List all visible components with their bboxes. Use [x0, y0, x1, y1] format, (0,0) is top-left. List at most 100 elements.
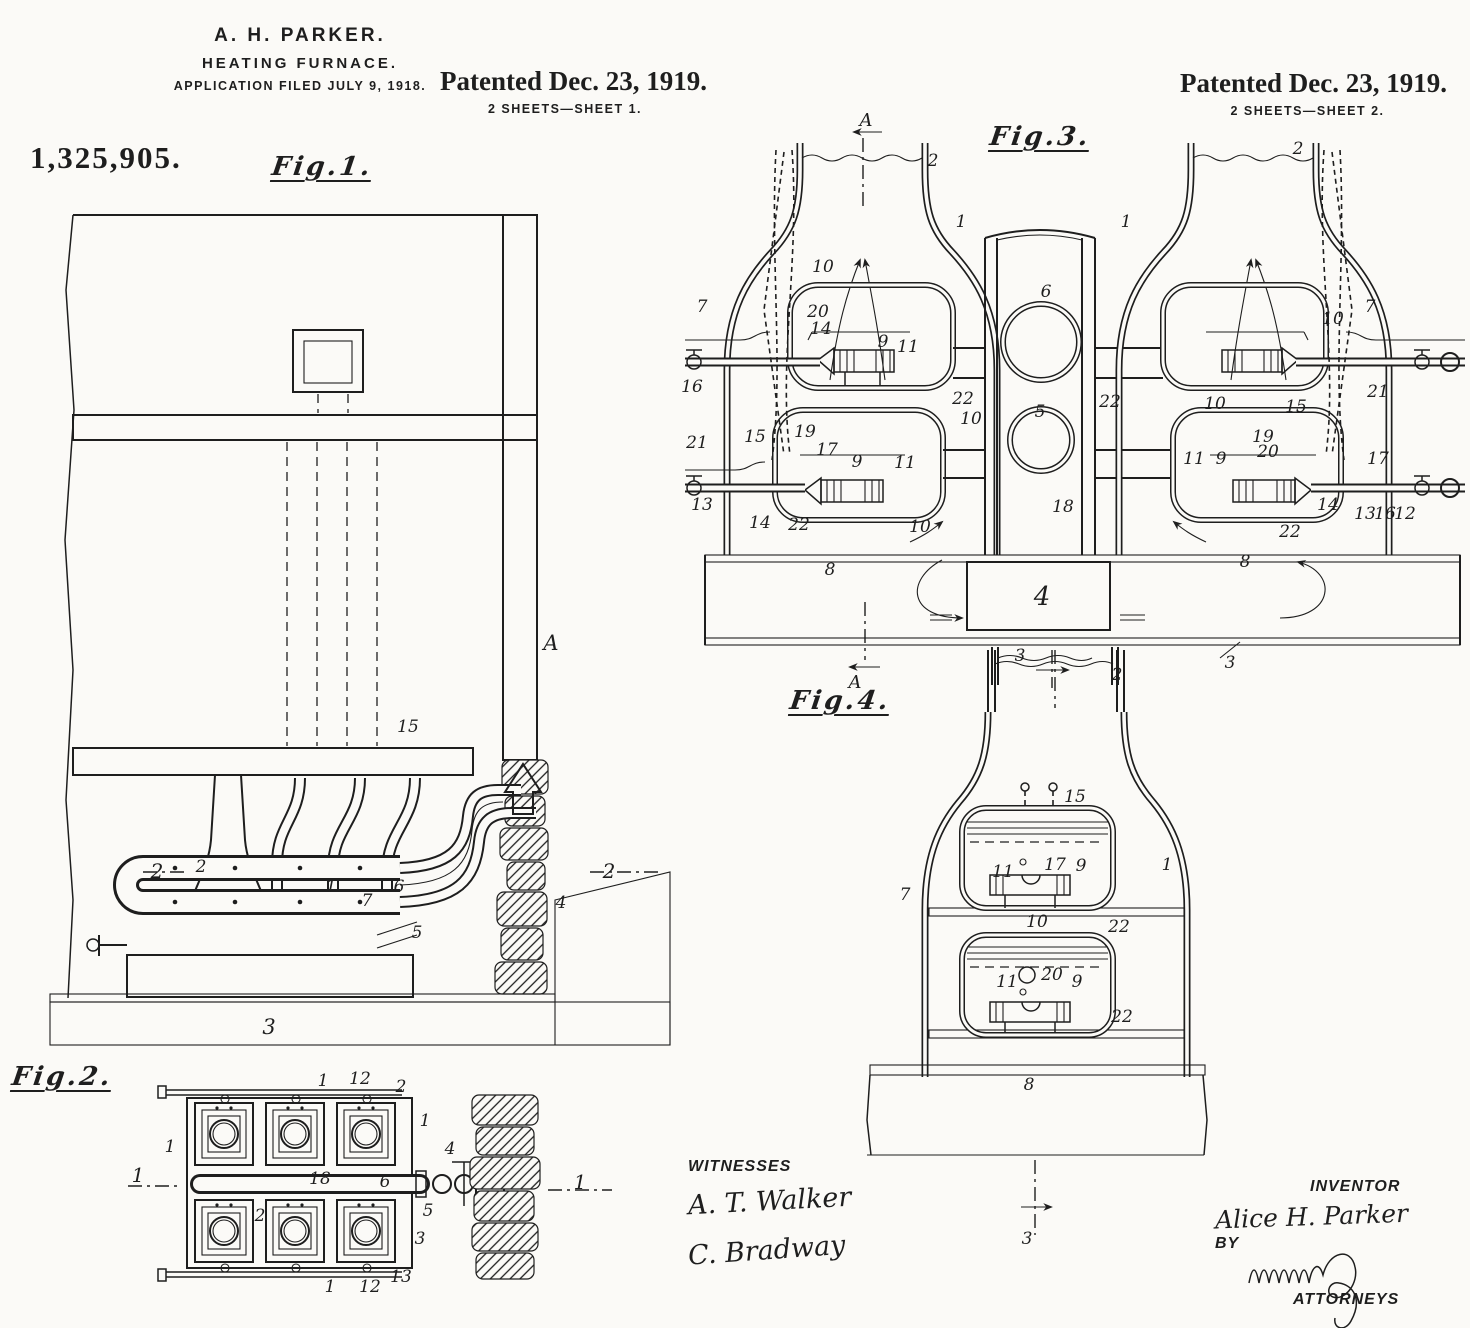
ref-numeral: 14 — [749, 513, 771, 533]
ref-numeral: 12 — [1394, 504, 1416, 524]
fig3-cold-air-plenum — [705, 555, 1460, 645]
ref-numeral: 6 — [380, 1172, 391, 1192]
ref-numeral: 8 — [825, 560, 836, 580]
ref-numeral: 16 — [681, 377, 703, 397]
ref-numeral: 14 — [810, 319, 832, 339]
ref-numeral: 20 — [1256, 442, 1279, 462]
ref-numeral: 1 — [574, 1170, 587, 1194]
ref-numeral: 5 — [412, 923, 423, 943]
ref-numeral: 4 — [1033, 582, 1051, 612]
ref-numeral: A — [541, 631, 558, 655]
ref-numeral: 17 — [816, 440, 838, 460]
sheet1-title: HEATING FURNACE. — [165, 55, 435, 72]
ref-numeral: 22 — [1278, 522, 1301, 542]
ref-numeral: 10 — [812, 257, 834, 277]
fig4-stack — [988, 650, 1124, 712]
witness-signature-2: C. Bradway — [687, 1229, 852, 1271]
fig3-ref-numerals: A211072014911166221052210181192110721151… — [681, 110, 1416, 693]
fig3-right-chains — [1339, 150, 1344, 460]
sheet1-patented-block: Patented Dec. 23, 1919. 2 SHEETS—SHEET 1… — [440, 66, 690, 116]
fig2-drawing: 11221141861152313112 — [120, 1070, 620, 1328]
ref-numeral: 1 — [132, 1163, 145, 1187]
ref-numeral: 18 — [1052, 497, 1074, 517]
ref-numeral: 4 — [444, 1139, 456, 1159]
ref-numeral: 10 — [1204, 394, 1226, 414]
ref-numeral: 13 — [390, 1267, 412, 1287]
ref-numeral: 15 — [744, 427, 766, 447]
inventor-heading: INVENTOR — [1310, 1178, 1414, 1196]
ref-numeral: 3 — [262, 1015, 275, 1039]
ref-numeral: 1 — [165, 1137, 176, 1157]
ref-numeral: 4 — [555, 893, 567, 913]
ref-numeral: 9 — [1076, 856, 1087, 876]
sheet2-patented-line: Patented Dec. 23, 1919. — [1180, 68, 1435, 99]
ref-numeral: 17 — [1367, 449, 1389, 469]
attorneys-label: ATTORNEYS — [1293, 1291, 1414, 1309]
fig3-left-chains — [772, 150, 777, 460]
ref-numeral: 11 — [996, 972, 1018, 992]
ref-numeral: 3 — [1022, 1229, 1033, 1249]
ref-numeral: 6 — [394, 877, 405, 897]
ref-numeral: 7 — [1365, 297, 1376, 317]
ref-numeral: 19 — [794, 422, 816, 442]
ref-numeral: 7 — [900, 885, 911, 905]
ref-numeral: 15 — [1285, 397, 1307, 417]
ref-numeral: 2 — [927, 151, 939, 171]
ref-numeral: 10 — [1026, 912, 1048, 932]
witness-signature-1: A. T. Walker — [687, 1182, 852, 1222]
ref-numeral: 13 — [1354, 504, 1376, 524]
ref-numeral: 22 — [1110, 1007, 1133, 1027]
sheet1-sheet-line: 2 SHEETS—SHEET 1. — [440, 102, 690, 116]
ref-numeral: 2 — [1111, 665, 1123, 685]
ref-numeral: 21 — [1366, 382, 1389, 402]
fig3-right-furnace — [1119, 143, 1465, 555]
fig4-lower-heater — [962, 935, 1113, 1035]
ref-numeral: 2 — [1292, 139, 1304, 159]
ref-numeral: 11 — [992, 862, 1014, 882]
ref-numeral: 15 — [1064, 787, 1086, 807]
ref-numeral: 9 — [1072, 972, 1083, 992]
ref-numeral: 21 — [685, 433, 708, 453]
ref-numeral: 13 — [691, 495, 713, 515]
ref-numeral: 17 — [1044, 855, 1066, 875]
ref-numeral: 1 — [420, 1111, 431, 1131]
witnesses-heading: WITNESSES — [688, 1158, 851, 1176]
ref-numeral: 10 — [909, 517, 931, 537]
sheet1-header: A. H. PARKER. HEATING FURNACE. APPLICATI… — [165, 25, 435, 93]
fig1-label: Fig.1. — [270, 152, 375, 182]
ref-numeral: 10 — [960, 409, 982, 429]
ref-numeral: 2 — [395, 1077, 407, 1097]
fig4-drawing: 21517111791022112092283 — [855, 650, 1275, 1250]
ref-numeral: 20 — [1040, 965, 1063, 985]
ref-numeral: 7 — [697, 297, 708, 317]
ref-numeral: 7 — [362, 891, 373, 911]
ref-numeral: 14 — [1317, 495, 1339, 515]
fig1-upper-floor — [73, 415, 537, 440]
ref-numeral: 9 — [1216, 449, 1227, 469]
ref-numeral: 11 — [1183, 449, 1205, 469]
sheet1-author: A. H. PARKER. — [165, 25, 435, 47]
ref-numeral: 8 — [1024, 1075, 1035, 1095]
fig2-stone-wall — [470, 1095, 540, 1279]
ref-numeral: 1 — [326, 877, 337, 897]
ref-numeral: 11 — [894, 453, 916, 473]
fig1-base-box — [127, 955, 413, 997]
patent-number: 1,325,905. — [30, 140, 182, 176]
ref-numeral: 22 — [787, 515, 810, 535]
ref-numeral: 11 — [897, 337, 919, 357]
ref-numeral: 2 — [150, 859, 164, 883]
ref-numeral: 2 — [254, 1206, 266, 1226]
ref-numeral: 22 — [1098, 392, 1121, 412]
ref-numeral: 5 — [1035, 402, 1046, 422]
ref-numeral: 9 — [852, 452, 863, 472]
ref-numeral: A — [858, 110, 873, 131]
ref-numeral: 12 — [359, 1277, 381, 1297]
fig1-lower-floor — [73, 748, 473, 775]
fig2-label: Fig.2. — [10, 1062, 115, 1092]
ref-numeral: 16 — [1374, 504, 1396, 524]
ref-numeral: 2 — [195, 857, 207, 877]
fig4-section-mark — [1021, 1160, 1051, 1235]
fig4-upper-heater — [962, 783, 1113, 908]
ref-numeral: 12 — [349, 1069, 371, 1089]
